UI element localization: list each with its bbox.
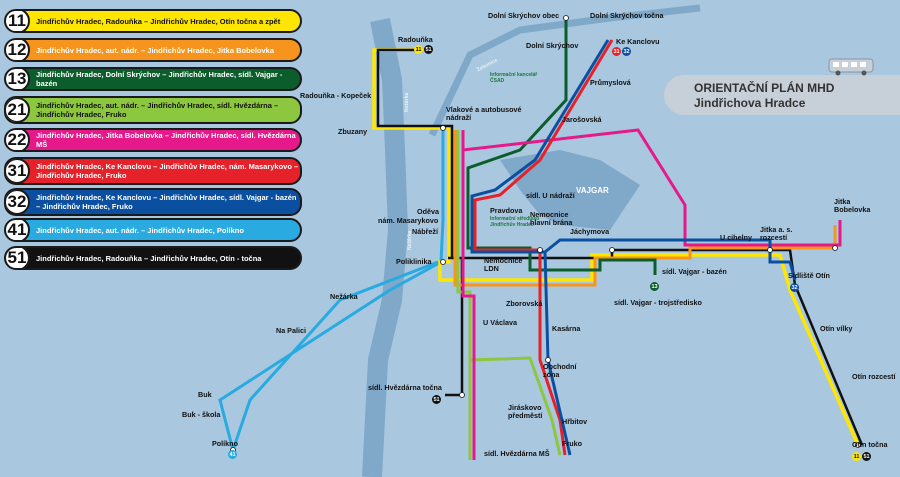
- lake-vajgar: [500, 150, 640, 230]
- legend-route-text: Jindřichův Hradec, aut. nádr. – Jindřich…: [36, 101, 279, 119]
- stop-label: Buk: [198, 390, 212, 399]
- line-badge-51: 51: [424, 45, 433, 54]
- stop-label: Dolní Skrýchov obec: [488, 11, 560, 20]
- stop-label: Dolní Skrýchov: [526, 41, 579, 50]
- map-title-line2: Jindřichova Hradce: [694, 96, 806, 110]
- stop-label: Fruko: [562, 439, 582, 448]
- map-title-line1: ORIENTAČNÍ PLÁN MHD: [694, 81, 835, 95]
- stop-label: Zborovská: [506, 299, 543, 308]
- stop-label: Jitka a. s. rozcestí: [760, 225, 793, 242]
- river-nezarka: [362, 18, 409, 477]
- map-title: ORIENTAČNÍ PLÁN MHD Jindřichova Hradce: [664, 75, 900, 115]
- stop-label: sídl. Vajgar - trojstředisko: [614, 298, 702, 307]
- stop-label: Otín vílky: [820, 324, 853, 333]
- stop-label: Sídliště Otín: [788, 271, 830, 280]
- legend-line-number: 13: [6, 69, 30, 89]
- stop-label: Radouňka: [398, 35, 433, 44]
- stop-label: Ke Kanclovu: [616, 37, 660, 46]
- stop-label: Radouňka - Kopeček: [300, 91, 372, 100]
- legend-line-number: 11: [6, 11, 30, 31]
- stop-label: sídl. Vajgar - bazén: [662, 267, 727, 276]
- stop-label: U cihelny: [720, 233, 752, 242]
- line-badge-11: 11: [852, 452, 861, 461]
- stop-label: Jáchymova: [570, 227, 610, 236]
- line-badge-41: 41: [228, 450, 237, 459]
- legend-line-number: 41: [6, 220, 30, 240]
- legend-route-text: Jindřichův Hradec, Ke Kanclovu – Jindřic…: [36, 193, 297, 211]
- lake-label: VAJGAR: [576, 186, 609, 195]
- stop-label: Na Palici: [276, 326, 306, 335]
- stop-label: Nemocnice hlavní brána: [530, 210, 573, 227]
- legend-route-text: Jindřichův Hradec, Jitka Bobelovka – Jin…: [36, 131, 296, 149]
- line-badge-32: 32: [790, 283, 799, 292]
- stop-label: Jarošovská: [562, 115, 602, 124]
- stop-label: Zbuzany: [338, 127, 368, 136]
- stop-label: Kasárna: [552, 324, 581, 333]
- bus-icon: [828, 58, 874, 76]
- stop-label: Hřbitov: [562, 417, 588, 426]
- legend-line-number: 32: [6, 190, 30, 214]
- route-41: [218, 128, 445, 456]
- stop-label: Obchodní zóna: [543, 362, 577, 379]
- line-badge-32: 32: [622, 47, 631, 56]
- legend-row-11: 11 Jindřichův Hradec, Radouňka – Jindřic…: [4, 9, 302, 33]
- info-office-label: Informační kancelář ČSAD: [490, 72, 538, 84]
- legend-row-22: 22 Jindřichův Hradec, Jitka Bobelovka – …: [4, 128, 302, 152]
- stop-label: sídl. U nádraží: [526, 191, 575, 200]
- stop-label: Otín rozcestí: [852, 372, 896, 381]
- route-31: [473, 39, 614, 456]
- stop-label: sídl. Hvězdárna točna: [368, 383, 442, 392]
- stop-label: Vlakové a autobusové nádraží: [446, 105, 522, 122]
- legend-line-number: 31: [6, 159, 30, 183]
- legend-route-text: Jindřichův Hradec, Radouňka – Jindřichův…: [36, 16, 281, 26]
- info-center-label: Informační středisko Jindřichův Hradec: [490, 216, 540, 228]
- stop-label: Průmyslová: [590, 78, 631, 87]
- legend-row-12: 12 Jindřichův Hradec, aut. nádr. – Jindř…: [4, 38, 302, 62]
- legend-route-text: Jindřichův Hradec, aut. nádr. – Jindřich…: [36, 45, 274, 55]
- stop-label: nám. Masarykovo: [378, 216, 439, 225]
- stop-label: Políkno: [212, 439, 238, 448]
- stop-label: Nemocnice LDN: [484, 256, 523, 273]
- legend-row-31: 31 Jindřichův Hradec, Ke Kanclovu – Jind…: [4, 157, 302, 185]
- legend-row-41: 41 Jindřichův Hradec, aut. nádr. – Jindř…: [4, 218, 302, 242]
- legend-route-text: Jindřichův Hradec, Radouňka – Jindřichův…: [36, 253, 262, 263]
- stop-label: Jitka Bobelovka: [834, 197, 871, 214]
- legend-line-number: 21: [6, 98, 30, 122]
- stop-label: Pravdova: [490, 206, 523, 215]
- stop-label: sídl. Hvězdárna MŠ: [484, 449, 550, 458]
- legend-line-number: 51: [6, 248, 30, 268]
- legend-row-51: 51 Jindřichův Hradec, Radouňka – Jindřic…: [4, 246, 302, 270]
- legend-line-number: 22: [6, 130, 30, 150]
- line-badge-51: 51: [862, 452, 871, 461]
- stop-label: Poliklinika: [396, 257, 432, 266]
- route-12: [453, 130, 837, 287]
- river-label: Nežárka: [404, 92, 410, 112]
- stop-label: Nežárka: [330, 292, 358, 301]
- line-badge-51: 51: [432, 395, 441, 404]
- stop-label: U Václava: [483, 318, 517, 327]
- legend-route-text: Jindřichův Hradec, Ke Kanclovu – Jindřic…: [36, 162, 299, 180]
- stop-label: Oděva: [417, 207, 439, 216]
- line-badge-13: 13: [650, 282, 659, 291]
- line-badge-11: 11: [414, 45, 423, 54]
- legend-row-21: 21 Jindřichův Hradec, aut. nádr. – Jindř…: [4, 96, 302, 124]
- stop-label: Nábřeží: [412, 227, 438, 236]
- legend-route-text: Jindřichův Hradec, Dolní Skrýchov – Jind…: [36, 70, 283, 88]
- legend-row-13: 13 Jindřichův Hradec, Dolní Skrýchov – J…: [4, 67, 302, 91]
- railway-line: [428, 4, 701, 137]
- stop-label: Dolní Skrýchov točna: [590, 11, 664, 20]
- stop-label: Jiráskovo předměstí: [508, 403, 543, 420]
- stop-label: Buk - škola: [182, 410, 221, 419]
- legend-row-32: 32 Jindřichův Hradec, Ke Kanclovu – Jind…: [4, 188, 302, 216]
- route-22: [461, 128, 842, 460]
- route-51: [376, 48, 864, 446]
- stop-label: Otín točna: [852, 440, 888, 449]
- legend-route-text: Jindřichův Hradec, aut. nádr. – Jindřich…: [36, 225, 244, 235]
- legend-line-number: 12: [6, 40, 30, 60]
- line-badge-31: 31: [612, 47, 621, 56]
- route-13: [466, 18, 657, 275]
